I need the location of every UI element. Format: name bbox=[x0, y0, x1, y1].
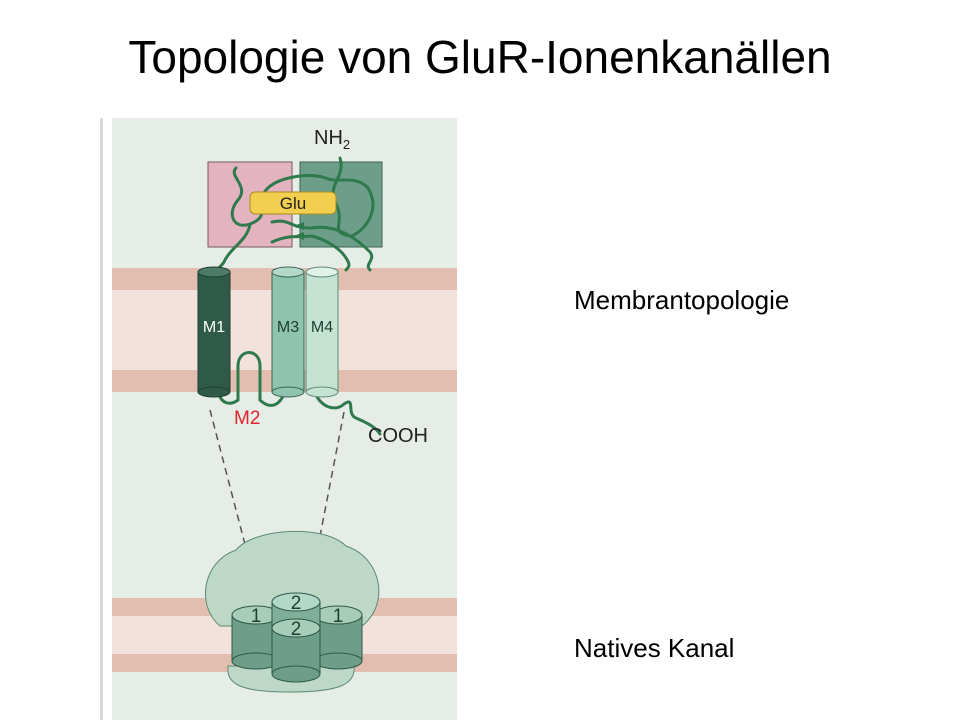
binding-arrows bbox=[294, 222, 304, 240]
helix-m3 bbox=[271, 266, 305, 398]
glu-ligand bbox=[249, 191, 337, 215]
glu-label: Glu bbox=[280, 194, 306, 213]
m4-label: M4 bbox=[311, 319, 333, 336]
channel-extracellular-domain bbox=[205, 530, 380, 627]
helix-m1 bbox=[197, 266, 231, 398]
channel-subunit-1-right: 1 bbox=[313, 605, 363, 670]
c-terminus-label: COOH bbox=[368, 425, 428, 447]
svg-text:2: 2 bbox=[291, 593, 302, 614]
m3-label: M3 bbox=[277, 319, 299, 336]
n-terminus-label: NH2 bbox=[314, 127, 350, 152]
m2-label: M2 bbox=[234, 408, 260, 429]
helix-m4 bbox=[305, 266, 339, 398]
slide-title: Topologie von GluR-Ionenkanällen bbox=[128, 31, 832, 83]
glur-topology-figure: Glu NH2 M1 M3 M4 M2 COOH 1 1 bbox=[100, 118, 475, 720]
figure-left-edge bbox=[100, 118, 103, 720]
svg-text:1: 1 bbox=[251, 606, 262, 627]
native-channel: 1 1 2 2 bbox=[205, 530, 380, 693]
caption-native-channel: Natives Kanal bbox=[574, 633, 735, 663]
channel-subunit-2-front: 2 bbox=[271, 618, 321, 683]
m1-label: M1 bbox=[203, 319, 225, 336]
svg-text:1: 1 bbox=[333, 606, 344, 627]
svg-text:2: 2 bbox=[291, 619, 302, 640]
caption-membrane-topology: Membrantopologie bbox=[574, 285, 790, 315]
